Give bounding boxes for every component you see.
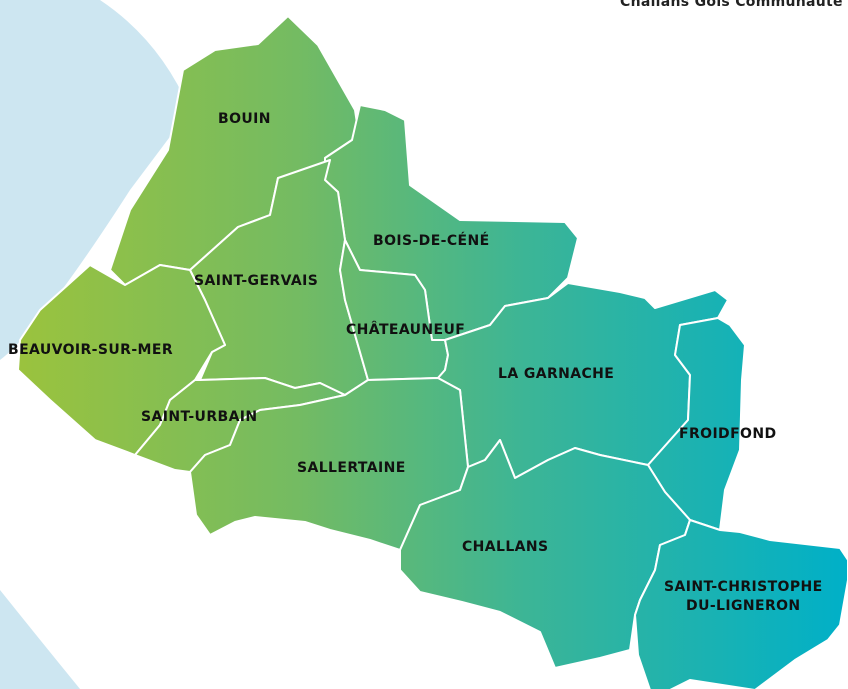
label-sallertaine[interactable]: SALLERTAINE (297, 460, 406, 476)
sea-area (0, 0, 190, 360)
label-chateauneuf[interactable]: CHÂTEAUNEUF (346, 322, 466, 338)
label-beauvoir-sur-mer[interactable]: BEAUVOIR-SUR-MER (8, 342, 174, 358)
label-la-garnache[interactable]: LA GARNACHE (498, 366, 615, 382)
label-saint-gervais[interactable]: SAINT-GERVAIS (194, 273, 319, 289)
label-froidfond[interactable]: FROIDFOND (679, 426, 777, 442)
commune-sallertaine[interactable] (189, 377, 469, 551)
label-challans[interactable]: CHALLANS (462, 539, 549, 555)
sea-area-south (0, 590, 80, 689)
label-saint-urbain[interactable]: SAINT-URBAIN (141, 409, 258, 425)
label-saint-christophe-du-ligneron[interactable]: SAINT-CHRISTOPHE DU-LIGNERON (664, 579, 823, 614)
label-bouin[interactable]: BOUIN (218, 111, 271, 127)
label-bois-de-cene[interactable]: BOIS-DE-CÉNÉ (373, 233, 490, 249)
commune-saint-christophe-du-ligneron[interactable] (634, 519, 848, 689)
page-header-title: Challans Gois Communauté (620, 0, 843, 10)
